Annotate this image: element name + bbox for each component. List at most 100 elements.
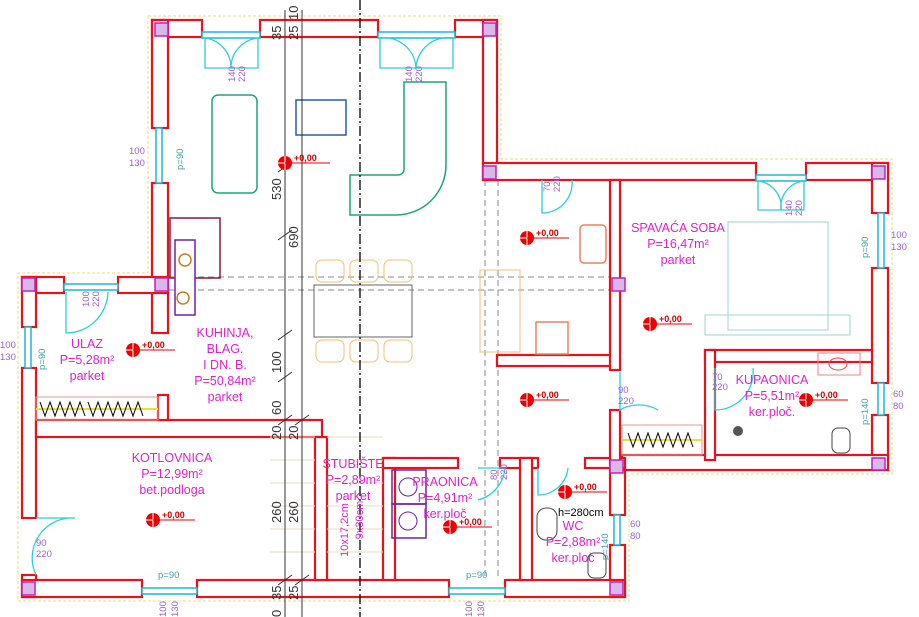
washbasin-icon <box>817 352 861 376</box>
svg-text:p=90: p=90 <box>158 570 179 581</box>
room-label-wc: h=280cm WC P=2,88m² ker.ploč <box>546 507 604 565</box>
svg-text:80: 80 <box>489 469 500 480</box>
svg-text:KOTLOVNICA: KOTLOVNICA <box>132 451 213 465</box>
kitchen-counter-icon <box>479 269 521 353</box>
svg-text:80: 80 <box>630 531 641 542</box>
svg-text:9x30cm: 9x30cm <box>354 501 366 540</box>
svg-text:220: 220 <box>552 176 563 192</box>
dim-260: 260 <box>286 501 301 523</box>
svg-text:p=140: p=140 <box>600 533 611 560</box>
svg-text:PRAONICA: PRAONICA <box>412 475 478 489</box>
svg-text:ker.ploč: ker.ploč <box>423 507 466 521</box>
furniture <box>35 81 861 579</box>
svg-text:220: 220 <box>618 396 634 407</box>
svg-text:140: 140 <box>404 66 415 82</box>
columns <box>21 22 886 596</box>
svg-text:bet.podloga: bet.podloga <box>139 483 204 497</box>
svg-text:70: 70 <box>712 372 723 383</box>
walls <box>20 18 890 599</box>
dim-20: 20 <box>269 426 284 440</box>
room-label-stubiste: STUBIŠTE P=2,89m² parket 10x17,2cm 9x30c… <box>322 456 383 557</box>
svg-text:ULAZ: ULAZ <box>71 337 103 351</box>
room-label-spavaca-soba: SPAVAĆA SOBA P=16,47m² parket <box>631 220 725 267</box>
svg-text:100: 100 <box>129 146 145 157</box>
svg-text:p=140: p=140 <box>860 398 871 425</box>
svg-text:parket: parket <box>208 390 243 404</box>
svg-text:220: 220 <box>91 291 102 307</box>
svg-text:P=5,28m²: P=5,28m² <box>60 353 115 367</box>
svg-text:+0,00: +0,00 <box>162 510 185 520</box>
svg-text:220: 220 <box>36 549 52 560</box>
svg-text:parket: parket <box>661 253 696 267</box>
cooktop-icon <box>535 321 569 355</box>
svg-text:P=4,91m²: P=4,91m² <box>418 491 473 505</box>
svg-text:P=16,47m²: P=16,47m² <box>647 237 709 251</box>
svg-text:p=90: p=90 <box>175 149 186 170</box>
drain-icon <box>733 426 743 436</box>
svg-text:60: 60 <box>630 519 641 530</box>
svg-text:100: 100 <box>0 340 16 351</box>
svg-text:+0,00: +0,00 <box>294 153 317 163</box>
svg-text:BLAG.: BLAG. <box>207 342 244 356</box>
dim-20: 20 <box>286 426 301 440</box>
svg-text:P=2,88m²: P=2,88m² <box>546 535 601 549</box>
toilet-icon <box>831 427 851 454</box>
dim-60: 60 <box>269 401 284 415</box>
svg-text:+0,00: +0,00 <box>574 482 597 492</box>
svg-text:130: 130 <box>129 158 145 169</box>
dryer-icon <box>391 503 427 539</box>
svg-text:70: 70 <box>542 181 553 192</box>
svg-text:ker.ploč.: ker.ploč. <box>749 405 796 419</box>
svg-text:220: 220 <box>712 382 728 393</box>
svg-text:140: 140 <box>227 66 238 82</box>
room-label-praonica: PRAONICA P=4,91m² ker.ploč <box>412 475 478 521</box>
dim-530: 530 <box>269 178 284 200</box>
bed-icon <box>727 221 829 331</box>
room-label-kotlovnica: KOTLOVNICA P=12,99m² bet.podloga <box>132 451 213 497</box>
svg-text:100: 100 <box>464 601 475 617</box>
svg-text:100: 100 <box>891 230 907 241</box>
svg-text:100: 100 <box>158 601 169 617</box>
dim-0: 0 <box>269 610 284 617</box>
svg-text:+0,00: +0,00 <box>142 340 165 350</box>
svg-text:+0,00: +0,00 <box>659 314 682 324</box>
wc-sink-icon <box>536 507 558 541</box>
svg-text:100: 100 <box>81 291 92 307</box>
svg-text:220: 220 <box>499 464 510 480</box>
svg-text:130: 130 <box>170 601 181 617</box>
room-label-kuhinja: KUHINJA, BLAG. I DN. B. P=50,84m² parket <box>194 326 256 404</box>
svg-text:+0,00: +0,00 <box>536 228 559 238</box>
svg-text:+0,00: +0,00 <box>536 390 559 400</box>
svg-text:+0,00: +0,00 <box>815 390 838 400</box>
dim-100: 100 <box>269 351 284 373</box>
dimension-lines <box>277 0 361 617</box>
svg-text:80: 80 <box>893 401 904 412</box>
room-label-ulaz: ULAZ P=5,28m² parket <box>60 337 115 383</box>
svg-text:90: 90 <box>36 538 47 549</box>
svg-text:130: 130 <box>476 601 487 617</box>
dining-table-icon <box>313 284 413 338</box>
svg-text:P=12,99m²: P=12,99m² <box>141 467 203 481</box>
sofa-icon <box>211 94 258 194</box>
svg-text:220: 220 <box>794 200 805 216</box>
svg-text:p=90: p=90 <box>37 349 48 370</box>
stove-icon <box>174 239 196 316</box>
svg-text:I DN. B.: I DN. B. <box>203 358 247 372</box>
svg-text:P=2,89m²: P=2,89m² <box>326 473 381 487</box>
svg-text:P=50,84m²: P=50,84m² <box>194 374 256 388</box>
svg-text:+0,00: +0,00 <box>459 517 482 527</box>
svg-text:p=90: p=90 <box>466 570 487 581</box>
room-label-kupaonica: KUPAONICA P=5,51m² ker.ploč. <box>736 373 809 419</box>
svg-text:WC: WC <box>563 519 584 533</box>
svg-text:90: 90 <box>618 385 629 396</box>
svg-text:140: 140 <box>784 200 795 216</box>
wc-toilet-icon <box>587 552 607 579</box>
dim-260: 260 <box>269 501 284 523</box>
svg-text:h=280cm: h=280cm <box>558 507 604 519</box>
svg-text:STUBIŠTE: STUBIŠTE <box>322 456 383 471</box>
svg-text:ker.ploč: ker.ploč <box>551 551 594 565</box>
svg-text:p=90: p=90 <box>860 237 871 258</box>
svg-text:220: 220 <box>414 66 425 82</box>
dim-25: 25 <box>286 586 301 600</box>
